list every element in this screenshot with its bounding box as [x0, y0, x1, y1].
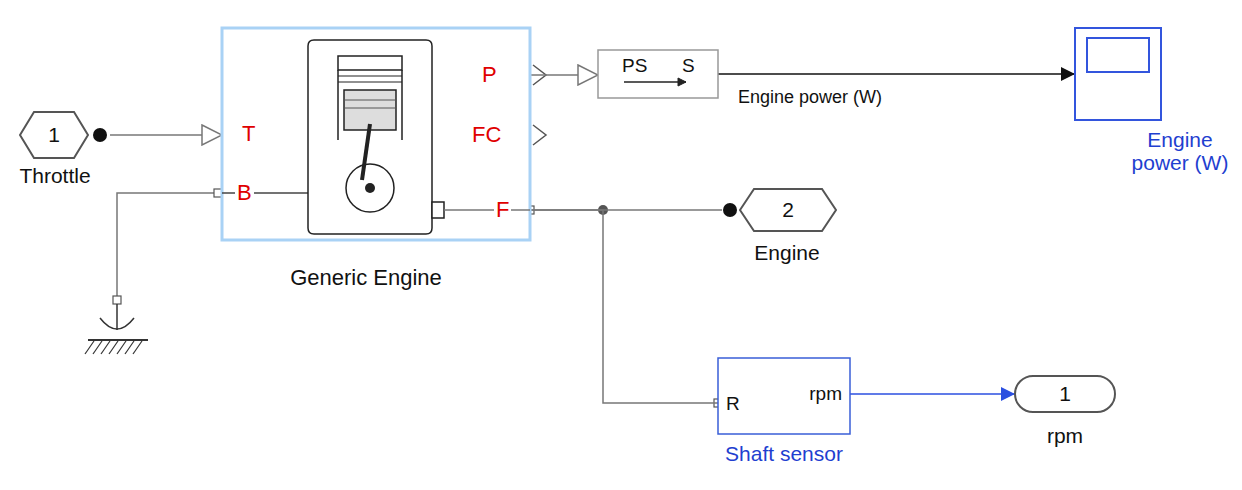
block-text: 2 — [782, 198, 794, 221]
convert-arrowhead — [678, 78, 686, 86]
ground-line — [88, 339, 148, 341]
block-text: rpm — [809, 384, 842, 405]
outport-block: 1rpm — [1015, 376, 1115, 412]
node-shape — [222, 28, 530, 240]
ground-hatch — [85, 341, 142, 354]
hatch-stroke — [125, 341, 134, 354]
port-fc — [533, 125, 546, 145]
port-dot — [723, 203, 737, 217]
block-caption: Generic Engine — [290, 266, 442, 290]
outport-outline — [1015, 376, 1115, 412]
output-shaft — [444, 209, 530, 211]
block-outline — [1075, 28, 1161, 120]
block-text: S — [682, 56, 695, 77]
engine-icon — [308, 40, 432, 234]
inport-outline — [20, 112, 88, 158]
block-outline — [222, 28, 530, 240]
hatch-stroke — [109, 341, 118, 354]
node-shape — [1075, 28, 1161, 120]
ground-wire — [117, 193, 218, 300]
hatch-stroke — [93, 341, 102, 354]
port-outline — [740, 189, 836, 231]
scope-block: Engine power (W) — [1075, 28, 1161, 120]
convert-arrow — [624, 81, 686, 82]
signal-line — [530, 74, 598, 76]
output-flange — [432, 202, 444, 218]
piston-ring — [344, 100, 396, 108]
cylinder-head — [338, 56, 402, 70]
block-text: PS — [622, 56, 647, 77]
block-caption: Throttle — [19, 164, 90, 187]
port-dot — [93, 128, 107, 142]
signal-line — [718, 73, 1075, 75]
signal-label: Engine power (W) — [736, 88, 884, 106]
connecting-rod — [362, 124, 370, 180]
block-caption: rpm — [1047, 424, 1083, 447]
block-text: 1 — [1059, 382, 1071, 405]
crankshaft — [346, 164, 394, 212]
inport-block: 1Throttle — [20, 112, 110, 158]
cylinder-fin — [338, 76, 402, 82]
node-shape — [722, 189, 836, 231]
signal-line — [530, 210, 718, 403]
block-caption: Engine power (W) — [1124, 128, 1236, 174]
hatch-stroke — [133, 341, 142, 354]
crank-pin — [365, 183, 375, 193]
signal-line — [110, 134, 222, 136]
signal-line — [850, 393, 1015, 395]
block-text: R — [726, 394, 740, 415]
block-outline — [718, 358, 850, 434]
ground-anchor — [100, 318, 134, 329]
block-caption: Engine — [754, 241, 819, 264]
converter-block: PS S — [598, 50, 718, 98]
shaft-line — [222, 192, 308, 194]
block-caption: Shaft sensor — [725, 442, 843, 465]
hatch-stroke — [101, 341, 110, 354]
engine-block: Generic Engine — [222, 28, 530, 240]
connection-port: 2Engine — [722, 189, 836, 231]
block-text: 1 — [48, 123, 60, 146]
ground-port — [113, 296, 121, 304]
sensor-block: RrpmShaft sensor — [718, 358, 850, 434]
block-outline — [598, 50, 718, 98]
hatch-stroke — [85, 341, 94, 354]
ground-stem — [116, 304, 118, 330]
node-shape — [598, 50, 718, 98]
hatch-stroke — [117, 341, 126, 354]
scope-screen — [1087, 38, 1149, 72]
node-shape — [20, 112, 110, 158]
